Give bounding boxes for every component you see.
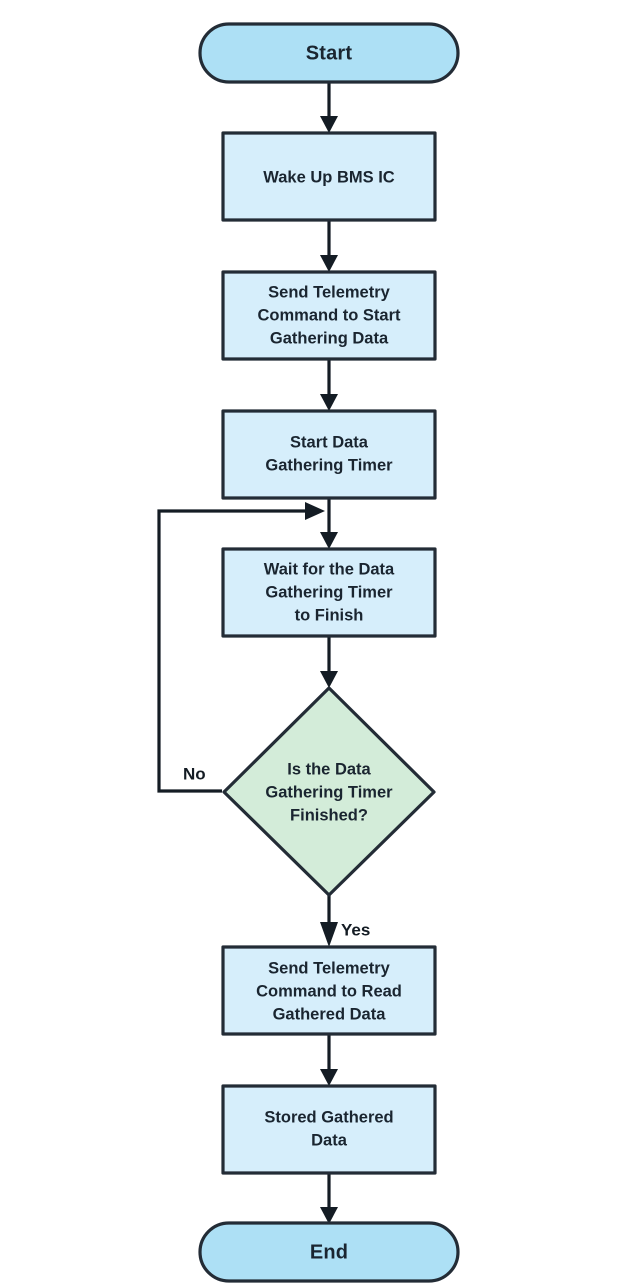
edge-label-yes: Yes	[341, 920, 370, 939]
is-timer-finished-label-line-1: Is the Data	[287, 760, 371, 778]
send-telemetry-command-read-shape[interactable]	[221, 945, 437, 1036]
end-terminal-shape[interactable]	[198, 1221, 460, 1283]
is-timer-finished-label-line-3: Finished?	[290, 806, 368, 824]
end-label: End	[310, 1241, 348, 1263]
node-start-data-gathering-timer[interactable]: Start Data Gathering Timer	[221, 409, 437, 500]
start-terminal-shape[interactable]	[198, 22, 460, 84]
edge-wait-for-timer-to-decision	[320, 635, 338, 688]
connector-layer	[157, 82, 338, 1224]
node-start[interactable]: Start	[198, 22, 460, 84]
node-send-telemetry-command-start[interactable]: Send Telemetry Command to Start Gatherin…	[221, 270, 437, 361]
wait-for-timer-shape[interactable]	[221, 547, 437, 638]
edge-start-to-wake-up-bms-ic	[320, 82, 338, 133]
edge-start-timer-to-wait-for-timer	[320, 498, 338, 549]
wait-for-timer-label-line-3: to Finish	[295, 606, 364, 624]
edge-send-telemetry-read-to-stored-data	[320, 1035, 338, 1086]
node-end[interactable]: End	[198, 1221, 460, 1283]
wake-up-bms-ic-shape[interactable]	[221, 131, 437, 222]
node-is-timer-finished[interactable]: Is the Data Gathering Timer Finished?	[222, 686, 436, 897]
send-telemetry-command-start-label-line-2: Command to Start	[257, 306, 401, 324]
wake-up-bms-ic-label-line-1: Wake Up BMS IC	[263, 168, 394, 186]
edge-send-telemetry-start-to-start-timer	[320, 358, 338, 411]
start-data-gathering-timer-shape[interactable]	[221, 409, 437, 500]
start-data-gathering-timer-label-line-2: Gathering Timer	[265, 456, 393, 474]
is-timer-finished-label-line-2: Gathering Timer	[265, 783, 393, 801]
wait-for-timer-label-line-2: Gathering Timer	[265, 583, 393, 601]
is-timer-finished-shape[interactable]	[222, 686, 436, 897]
stored-gathered-data-label-line-1: Stored Gathered	[264, 1108, 393, 1126]
send-telemetry-command-read-label-line-1: Send Telemetry	[268, 959, 390, 977]
node-wake-up-bms-ic[interactable]: Wake Up BMS IC	[221, 131, 437, 222]
start-label: Start	[306, 42, 353, 64]
edge-wake-up-bms-ic-to-send-telemetry-start	[320, 220, 338, 272]
edge-decision-no-loop-back	[157, 502, 325, 793]
send-telemetry-command-start-label-line-3: Gathering Data	[270, 329, 389, 347]
edge-decision-yes-to-send-telemetry-read	[320, 895, 338, 947]
edge-stored-data-to-end	[320, 1173, 338, 1224]
node-wait-for-timer[interactable]: Wait for the Data Gathering Timer to Fin…	[221, 547, 437, 638]
node-stored-gathered-data[interactable]: Stored Gathered Data	[221, 1084, 437, 1175]
stored-gathered-data-label-line-2: Data	[311, 1131, 348, 1149]
node-send-telemetry-command-read[interactable]: Send Telemetry Command to Read Gathered …	[221, 945, 437, 1036]
send-telemetry-command-read-label-line-3: Gathered Data	[273, 1005, 387, 1023]
edge-label-no: No	[183, 764, 206, 783]
wait-for-timer-label-line-1: Wait for the Data	[264, 560, 395, 578]
send-telemetry-command-read-label-line-2: Command to Read	[256, 982, 402, 1000]
send-telemetry-command-start-shape[interactable]	[221, 270, 437, 361]
send-telemetry-command-start-label-line-1: Send Telemetry	[268, 283, 390, 301]
stored-gathered-data-shape[interactable]	[221, 1084, 437, 1175]
start-data-gathering-timer-label-line-1: Start Data	[290, 433, 369, 451]
